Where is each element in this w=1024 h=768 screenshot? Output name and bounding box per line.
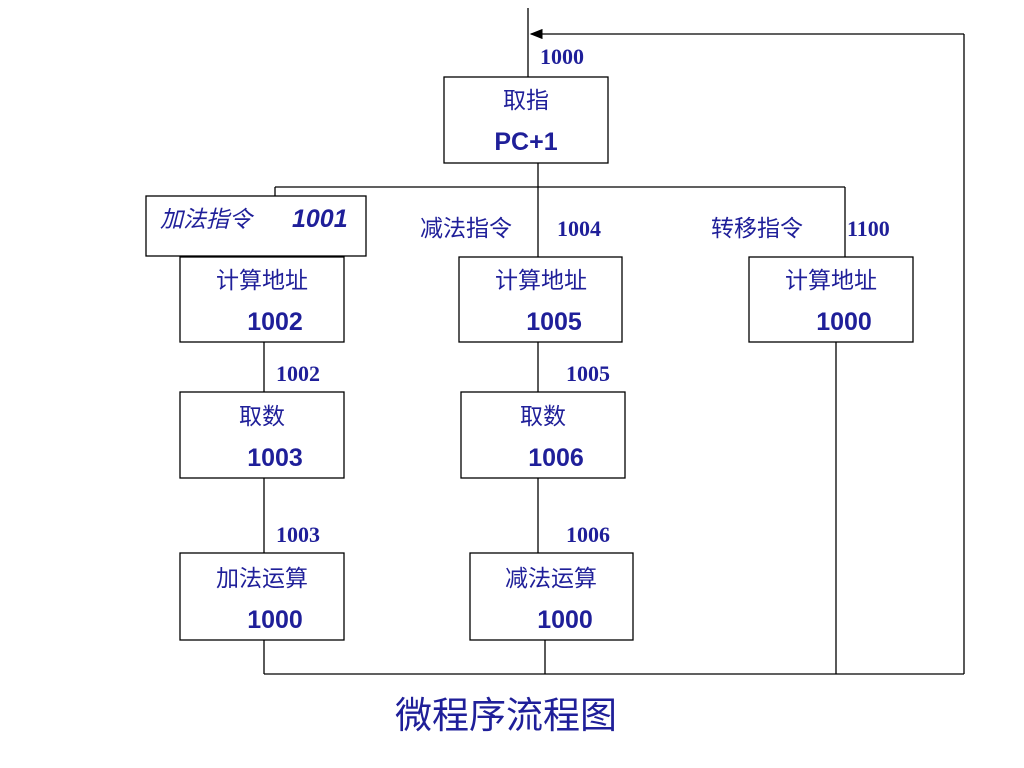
sub-fetch-next: 1006 <box>528 444 584 472</box>
add-entry-address: 1001 <box>292 205 348 233</box>
add-fetch-label: 取数 <box>239 404 285 430</box>
jump-branch-label: 转移指令 <box>711 216 803 242</box>
add-calc-next: 1002 <box>247 308 303 336</box>
sub-fetch-address: 1005 <box>566 361 610 386</box>
sub-fetch-label: 取数 <box>520 404 566 430</box>
sub-calc-label: 计算地址 <box>495 268 587 294</box>
jump-calc-next: 1000 <box>816 308 872 336</box>
sub-calc-box <box>458 256 623 343</box>
sub-op-box <box>469 552 634 641</box>
add-op-next: 1000 <box>247 606 303 634</box>
add-fetch-box <box>179 391 345 479</box>
fetch-next: PC+1 <box>494 128 557 156</box>
jump-calc-label: 计算地址 <box>785 268 877 294</box>
sub-entry-address: 1004 <box>557 216 601 241</box>
add-fetch-address: 1002 <box>276 361 320 386</box>
fetch-box <box>443 76 609 164</box>
jump-calc-box <box>748 256 914 343</box>
add-op-label: 加法运算 <box>216 566 308 592</box>
sub-op-address: 1006 <box>566 522 610 547</box>
sub-op-label: 减法运算 <box>505 566 597 592</box>
add-calc-label: 计算地址 <box>216 268 308 294</box>
diagram-title: 微程序流程图 <box>395 694 617 737</box>
add-branch-label: 加法指令 <box>160 207 255 233</box>
sub-fetch-box <box>460 391 626 479</box>
sub-op-next: 1000 <box>537 606 593 634</box>
sub-branch-label: 减法指令 <box>420 216 512 242</box>
add-fetch-next: 1003 <box>247 444 303 472</box>
fetch-entry-address: 1000 <box>540 44 584 69</box>
fetch-label: 取指 <box>503 88 549 114</box>
add-calc-box <box>179 256 345 343</box>
jump-entry-address: 1100 <box>847 216 890 241</box>
sub-calc-next: 1005 <box>526 308 582 336</box>
connector-lines <box>263 8 965 675</box>
add-branch-box <box>145 195 367 257</box>
add-op-box <box>179 552 345 641</box>
add-op-address: 1003 <box>276 522 320 547</box>
